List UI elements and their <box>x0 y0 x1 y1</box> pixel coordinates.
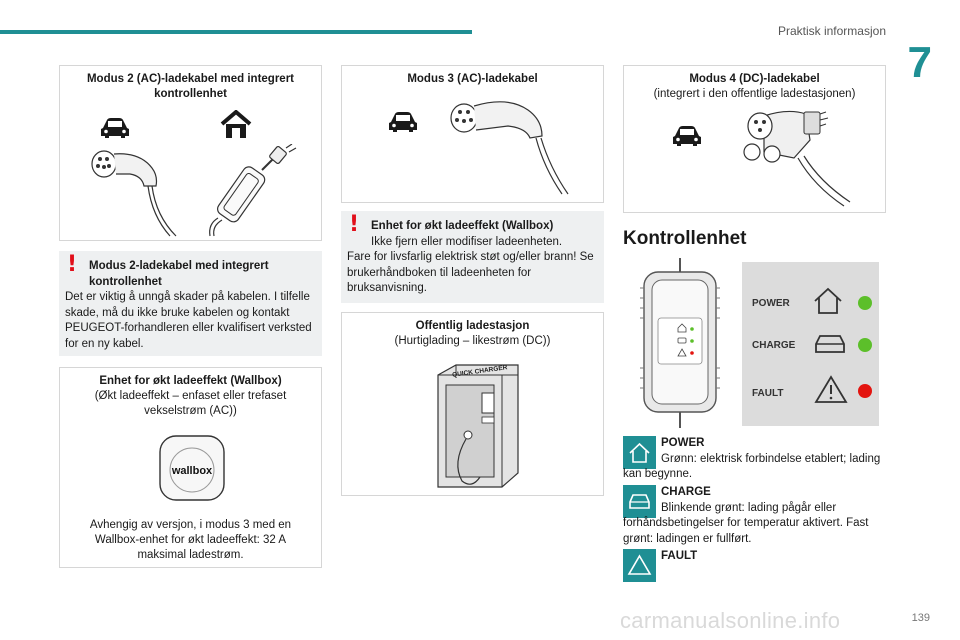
control-box-cable-illustration <box>209 144 297 237</box>
mode2-connector-illustration <box>91 150 177 237</box>
panel-label-fault: FAULT <box>752 388 784 399</box>
mode4-box-subtitle: (integrert i den offentlige ladestasjone… <box>653 88 856 100</box>
warning-body: Fare for livsfarlig elektrisk støt og/el… <box>347 251 594 294</box>
power-icon-box <box>623 436 656 469</box>
mode2-warning-box: ! Modus 2-ladekabel med integrert kontro… <box>59 251 322 356</box>
control-unit-illustration <box>640 258 720 428</box>
mode3-box-title: Modus 3 (AC)-ladekabel <box>407 73 538 85</box>
mode4-dc-connector-illustration <box>743 110 851 207</box>
warning-exclamation-icon: ! <box>349 212 360 237</box>
house-icon <box>629 442 650 463</box>
power-led <box>858 296 872 310</box>
charge-label: CHARGE <box>661 486 711 498</box>
fault-icon-box <box>623 549 656 582</box>
car-icon <box>389 112 417 132</box>
power-label: POWER <box>661 437 705 449</box>
mode3-cable-box: Modus 3 (AC)-ladekabel <box>341 65 604 203</box>
public-box-subtitle: (Hurtiglading – likestrøm (DC)) <box>394 335 551 347</box>
warning-triangle-icon <box>814 375 848 403</box>
wallbox-logo-text: wallbox <box>171 465 213 477</box>
page-number: 139 <box>911 612 930 624</box>
wallbox-box-subtitle: (Økt ladeeffekt – enfaset eller trefaset… <box>94 390 287 417</box>
warning-exclamation-icon: ! <box>67 252 78 277</box>
footer-watermark: carmanualsonline.info <box>620 608 841 633</box>
mode4-cable-box: Modus 4 (DC)-ladekabel (integrert i den … <box>623 65 886 213</box>
warning-heading: Modus 2-ladekabel med integrert kontroll… <box>89 260 269 288</box>
mode4-box-title: Modus 4 (DC)-ladekabel <box>689 73 820 85</box>
fault-label: FAULT <box>661 550 698 562</box>
mode3-connector-illustration <box>450 101 569 195</box>
house-icon <box>220 110 252 138</box>
car-outline-icon <box>815 335 845 353</box>
charge-description: CHARGE Blinkende grønt: lading pågår ell… <box>623 485 881 547</box>
warning-line: Ikke fjern eller modifiser ladeenheten. <box>371 235 563 248</box>
car-icon <box>101 118 129 138</box>
charge-text: Blinkende grønt: lading pågår eller forh… <box>623 501 869 545</box>
public-box-title: Offentlig ladestasjon <box>415 320 530 332</box>
status-panel: POWER CHARGE FAULT <box>742 262 879 426</box>
fault-description: FAULT <box>661 549 861 565</box>
section-title-kontrollenhet: Kontrollenhet <box>623 228 747 249</box>
panel-label-power: POWER <box>752 298 790 309</box>
power-description: POWER Grønn: elektrisk forbindelse etabl… <box>623 436 881 483</box>
quick-charger-illustration: QUICK CHARGER <box>437 364 519 488</box>
warning-triangle-icon <box>627 554 652 575</box>
car-icon <box>673 126 701 146</box>
wallbox-box-title: Enhet for økt ladeeffekt (Wallbox) <box>99 375 282 387</box>
wallbox-box: Enhet for økt ladeeffekt (Wallbox) (Økt … <box>59 367 322 568</box>
mode2-box-title: Modus 2 (AC)-ladekabel med integrert kon… <box>86 73 295 100</box>
header-accent-bar <box>0 30 472 34</box>
power-text: Grønn: elektrisk forbindelse etablert; l… <box>623 452 881 481</box>
charge-led <box>858 338 872 352</box>
charge-icon-box <box>623 485 656 518</box>
mode2-cable-box: Modus 2 (AC)-ladekabel med integrert kon… <box>59 65 322 241</box>
chapter-number: 7 <box>907 38 932 87</box>
panel-label-charge: CHARGE <box>752 340 796 351</box>
wallbox-unit-illustration: wallbox <box>159 435 225 501</box>
header-title: Praktisk informasjon <box>777 24 886 38</box>
car-icon <box>629 494 650 509</box>
house-outline-icon <box>814 287 842 314</box>
public-station-box: Offentlig ladestasjon (Hurtiglading – li… <box>341 312 604 496</box>
fault-led <box>858 384 872 398</box>
warning-heading: Enhet for økt ladeeffekt (Wallbox) <box>371 220 554 232</box>
warning-body: Det er viktig å unngå skader på kabelen.… <box>65 291 312 350</box>
wallbox-warning-box: ! Enhet for økt ladeeffekt (Wallbox) Ikk… <box>341 211 604 303</box>
wallbox-caption: Avhengig av versjon, i modus 3 med en Wa… <box>89 519 292 561</box>
